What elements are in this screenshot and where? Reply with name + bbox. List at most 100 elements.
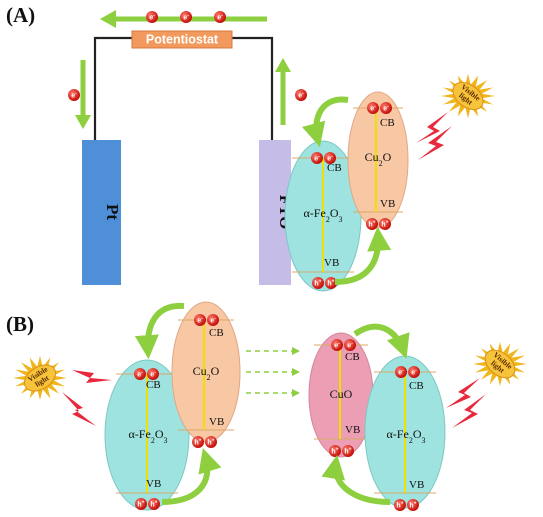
- electron: e-: [207, 314, 219, 326]
- fe2o3-label: α-Fe2O3: [304, 206, 343, 224]
- electron-symbol: e-: [298, 91, 304, 100]
- hole: h+: [148, 498, 160, 510]
- electron: e-: [395, 366, 407, 378]
- hole-transfer-arrow: [334, 226, 392, 285]
- electron-symbol: e-: [314, 154, 320, 163]
- hole-symbol: h+: [207, 438, 214, 447]
- hole: h+: [192, 436, 204, 448]
- hole-symbol: h+: [409, 501, 416, 510]
- hole-transfer-arrow: [321, 454, 391, 505]
- visible-light-sun-icon: Visible light: [473, 341, 527, 387]
- cb-label: CB: [380, 117, 395, 129]
- fe2o3-label: α-Fe2O3: [129, 427, 168, 445]
- electron: e-: [295, 89, 307, 101]
- dashed-transfer-arrows: [246, 347, 300, 397]
- cb-label: CB: [345, 351, 360, 363]
- electron: e-: [68, 89, 80, 101]
- hole-symbol: h+: [327, 279, 334, 288]
- vb-label: VB: [146, 478, 161, 490]
- electron-transfer-arrow: [302, 96, 349, 147]
- electron-symbol: e-: [334, 341, 340, 350]
- electron: e-: [180, 11, 192, 23]
- pt-electrode: Pt: [82, 140, 122, 285]
- cb-label: CB: [409, 380, 424, 392]
- electron: e-: [147, 368, 159, 380]
- lightning-bolt-icon: [452, 394, 486, 428]
- hole-transfer-arrow: [161, 448, 222, 505]
- visible-light-sun-icon: Visible light: [441, 73, 495, 119]
- panel-a-label: (A): [6, 3, 35, 27]
- hole: h+: [342, 445, 354, 457]
- hole: h+: [312, 277, 324, 289]
- hole: h+: [329, 445, 341, 457]
- hole-symbol: h+: [194, 438, 201, 447]
- electron-symbol: e-: [150, 370, 156, 379]
- hole: h+: [407, 499, 419, 511]
- electron: e-: [380, 102, 392, 114]
- electron-symbol: e-: [383, 104, 389, 113]
- cu2o-particle-a: CB VB Cu2O: [347, 91, 409, 229]
- vb-label: VB: [324, 257, 339, 269]
- visible-light-sun-icon: Visible light: [13, 355, 67, 401]
- lightning-bolt-icon: [62, 392, 96, 426]
- cb-label: CB: [209, 327, 224, 339]
- electron: e-: [324, 152, 336, 164]
- hole-symbol: h+: [381, 220, 388, 229]
- hole-symbol: h+: [137, 500, 144, 509]
- electron-symbol: e-: [411, 368, 417, 377]
- hole-symbol: h+: [150, 500, 157, 509]
- lightning-bolt-icon: [446, 378, 480, 408]
- hole: h+: [379, 218, 391, 230]
- potentiostat-label: Potentiostat: [146, 33, 219, 47]
- cu2o-label: Cu2O: [365, 150, 392, 168]
- electron: e-: [134, 368, 146, 380]
- hole: h+: [135, 498, 147, 510]
- hole-symbol: h+: [368, 220, 375, 229]
- electron: e-: [344, 339, 356, 351]
- pt-label: Pt: [103, 204, 122, 220]
- lightning-bolt-icon: [72, 370, 112, 383]
- electron-row-top: e- e- e-: [146, 11, 226, 23]
- electron-symbol: e-: [327, 154, 333, 163]
- electron-symbol: e-: [370, 104, 376, 113]
- left-down-electron-arrow: [75, 60, 91, 129]
- electron-transfer-arrow: [134, 302, 185, 360]
- potentiostat-box: Potentiostat: [131, 30, 233, 49]
- hole-symbol: h+: [331, 447, 338, 456]
- right-up-electron-arrow: [275, 58, 291, 125]
- electron: e-: [194, 314, 206, 326]
- fe2o3-particle-b-right: CB VB α-Fe2O3: [364, 355, 446, 509]
- hole: h+: [394, 499, 406, 511]
- electron: e-: [408, 366, 420, 378]
- electron-symbol: e-: [137, 370, 143, 379]
- vb-label: VB: [209, 416, 224, 428]
- electron: e-: [214, 11, 226, 23]
- electron-symbol: e-: [217, 13, 223, 22]
- cb-label: CB: [146, 379, 161, 391]
- electron-symbol: e-: [149, 13, 155, 22]
- cu2o-label: Cu2O: [193, 364, 220, 382]
- hole: h+: [205, 436, 217, 448]
- electron: e-: [331, 339, 343, 351]
- hole-symbol: h+: [314, 279, 321, 288]
- vb-label: VB: [345, 424, 360, 436]
- electron-symbol: e-: [398, 368, 404, 377]
- electron-symbol: e-: [210, 316, 216, 325]
- fe2o3-particle-b-left: CB VB α-Fe2O3: [104, 359, 190, 511]
- lightning-bolt-icon: [416, 112, 448, 143]
- fe2o3-particle-a: CB VB α-Fe2O3: [284, 140, 362, 292]
- hole-symbol: h+: [344, 447, 351, 456]
- electron-symbol: e-: [183, 13, 189, 22]
- hole: h+: [366, 218, 378, 230]
- electron-transfer-arrow: [353, 323, 410, 359]
- vb-label: VB: [409, 479, 424, 491]
- vb-label: VB: [380, 198, 395, 210]
- electron: e-: [367, 102, 379, 114]
- circuit-wire: [93, 36, 274, 140]
- electron-symbol: e-: [71, 91, 77, 100]
- cb-label: CB: [327, 162, 342, 174]
- hole-symbol: h+: [396, 501, 403, 510]
- fe2o3-label: α-Fe2O3: [387, 427, 426, 445]
